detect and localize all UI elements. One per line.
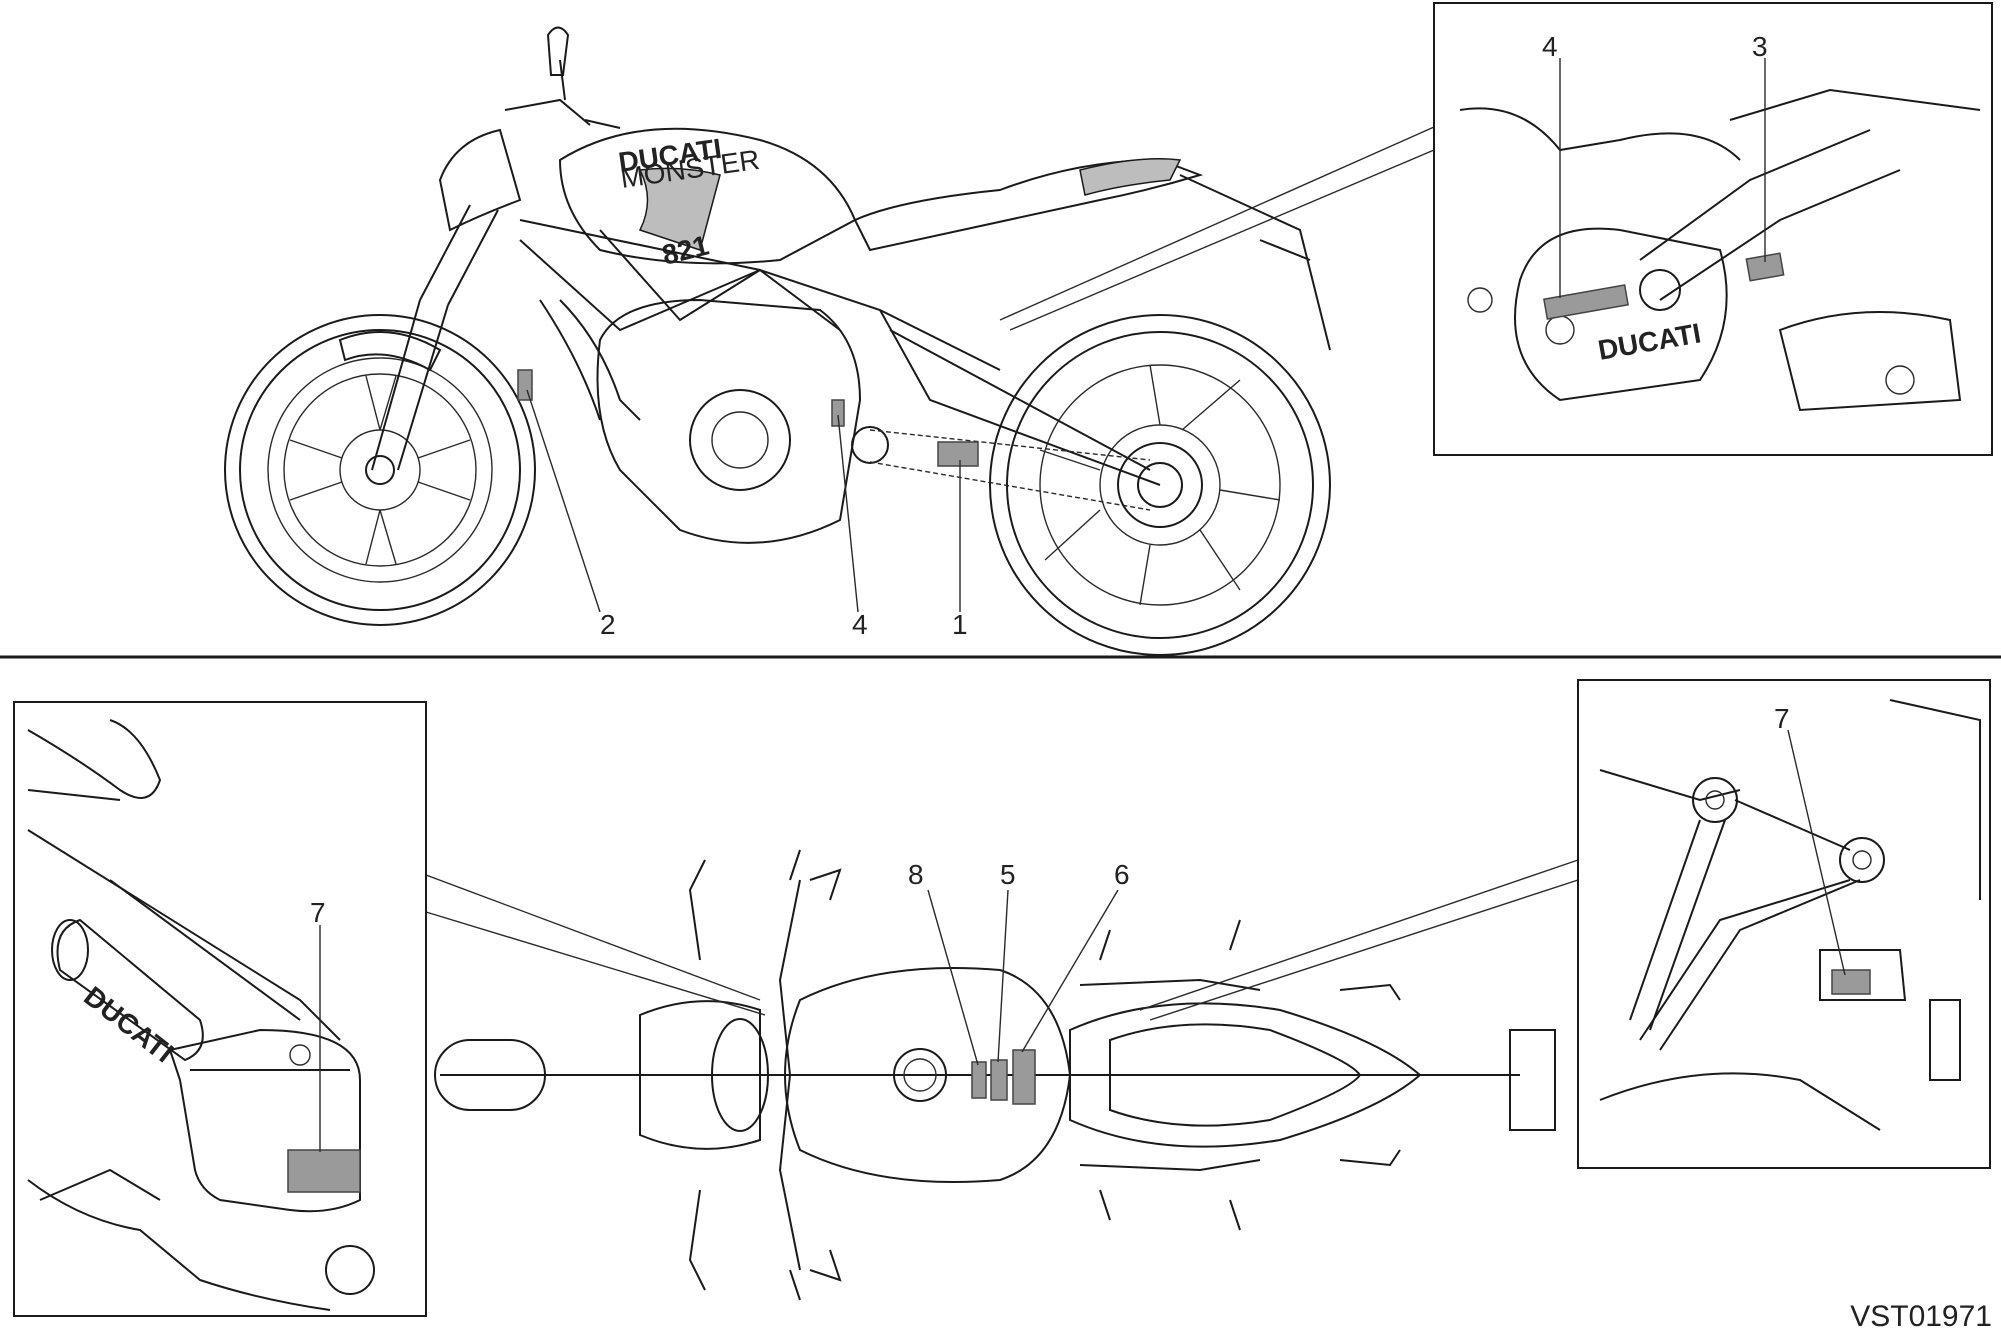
drawing-code: VST01971 — [1850, 1300, 1992, 1333]
trellis-frame — [519, 219, 1161, 486]
label-7-right-patch — [1831, 969, 1871, 995]
callout-2-side: 2 — [600, 609, 616, 640]
brake-reservoir — [168, 1028, 361, 1213]
callout-8-top: 8 — [908, 859, 924, 890]
label-4-patch — [831, 399, 845, 427]
label-3-detail-patch — [1745, 252, 1785, 282]
front-wheel — [224, 314, 536, 626]
label-5-patch — [990, 1059, 1008, 1101]
detail-frame-bottom-right: 7 — [1577, 679, 1991, 1169]
label-2-patch — [517, 369, 533, 401]
callout-4-side: 4 — [852, 609, 868, 640]
callout-7-right: 7 — [1774, 703, 1790, 734]
front-fork — [338, 26, 621, 471]
rear-wheel — [989, 314, 1331, 656]
fuel-tank: DUCATI MONSTER 821 — [558, 127, 857, 271]
callout-5-top: 5 — [1000, 859, 1016, 890]
top-view-motorcycle: 8 5 6 — [425, 849, 1579, 1301]
callout-1-side: 1 — [952, 609, 968, 640]
seat-and-tail — [853, 158, 1331, 351]
detail-frame-bottom-left: DUCATI 7 — [13, 701, 427, 1317]
label-4-detail-patch — [1543, 284, 1629, 320]
engine — [539, 298, 1203, 544]
callout-6-top: 6 — [1114, 859, 1130, 890]
detail-frame-top-right: DUCATI 4 3 — [1433, 2, 1993, 456]
callout-4-detail: 4 — [1542, 31, 1558, 62]
callout-7-left: 7 — [310, 897, 326, 928]
callout-3-detail: 3 — [1752, 31, 1768, 62]
label-7-left-patch — [287, 1149, 361, 1193]
label-1-patch — [937, 441, 979, 467]
side-view-motorcycle: DUCATI MONSTER 821 — [224, 26, 1435, 656]
label-6-patch — [1012, 1049, 1036, 1105]
label-8-patch — [971, 1061, 987, 1099]
